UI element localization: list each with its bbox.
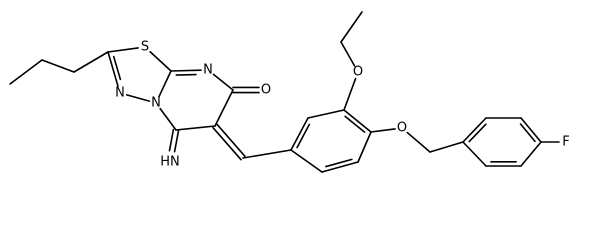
bond-Fb6-Fb1: [462, 141, 487, 167]
bond-Fb1-Fb2-b: [468, 123, 487, 143]
atom-label-o7: O: [261, 83, 271, 98]
bond-Ar5-Ar6-b: [325, 158, 353, 168]
atom-label-n8: N: [203, 63, 213, 78]
bond-C6-C5: [175, 125, 216, 131]
bond-N4-C8a: [158, 70, 172, 98]
bond-C7-C6: [214, 89, 234, 127]
atom-label-o-bn: O: [397, 121, 407, 136]
bond-C_vinyl-Ar1: [242, 149, 292, 159]
bond-C_bn-Fb1: [429, 141, 464, 153]
bond-O_bn-C_bn: [406, 131, 431, 153]
bond-S1-C8a: [149, 50, 172, 72]
atom-label-n4: N: [151, 96, 161, 111]
bond-Ar1-Ar2-a: [290, 117, 309, 151]
atom-label-n-imine: HN: [160, 155, 180, 170]
bond-C2-S1: [107, 47, 139, 53]
bond-C_pr1-C2: [73, 51, 109, 73]
bond-layer: [9, 11, 560, 173]
bond-Ar4-Ar5: [357, 131, 372, 163]
bond-Fb4-Fb5: [520, 141, 542, 167]
bond-Ar2-Ar3: [307, 109, 345, 119]
bond-Fb3-Fb4-a: [520, 117, 542, 143]
bond-C_pr2-C_pr1: [41, 59, 75, 73]
bond-Ar3-Ar4-b: [344, 115, 366, 133]
atom-label-s1: S: [141, 40, 149, 55]
bond-Ar1-Ar2-b: [296, 123, 311, 149]
bond-C_eth1-C_eth2: [340, 11, 363, 43]
atom-label-f: F: [562, 135, 569, 150]
bond-C_pr3-C_pr2: [9, 59, 43, 85]
bond-C5-N_imine-b: [173, 129, 180, 153]
molecule-structure: S N N N O HN O O F: [9, 11, 570, 173]
bond-C2-N3-b: [112, 55, 122, 81]
bond-C5-N4: [159, 107, 177, 131]
bond-C6-C_vinyl-a: [212, 126, 242, 161]
bond-Ar3-O_eth: [343, 77, 357, 111]
bond-N8-C7: [212, 73, 234, 91]
bond-Ar5-Ar6-a: [321, 161, 359, 173]
bond-C5-N_imine-a: [168, 128, 175, 152]
bond-Fb1-Fb2-a: [462, 117, 487, 143]
bond-O_eth-C_eth1: [340, 41, 356, 67]
bond-C2-N3-a: [107, 51, 119, 88]
atom-label-layer: S N N N O HN O O F: [115, 40, 570, 170]
atom-label-o-eth: O: [353, 65, 363, 80]
bond-Ar6-Ar1: [290, 149, 323, 173]
atom-label-n3: N: [115, 86, 125, 101]
bond-Ar4-O_bn: [370, 128, 396, 133]
bond-C6-C_vinyl-b: [216, 123, 246, 158]
bond-C8a-N8-b: [175, 73, 197, 76]
bond-N3-N4: [125, 94, 151, 102]
bond-Ar3-Ar4-a: [343, 109, 372, 133]
bond-C8a-N8-a: [170, 69, 202, 72]
bond-Fb3-Fb4-b: [519, 123, 536, 143]
